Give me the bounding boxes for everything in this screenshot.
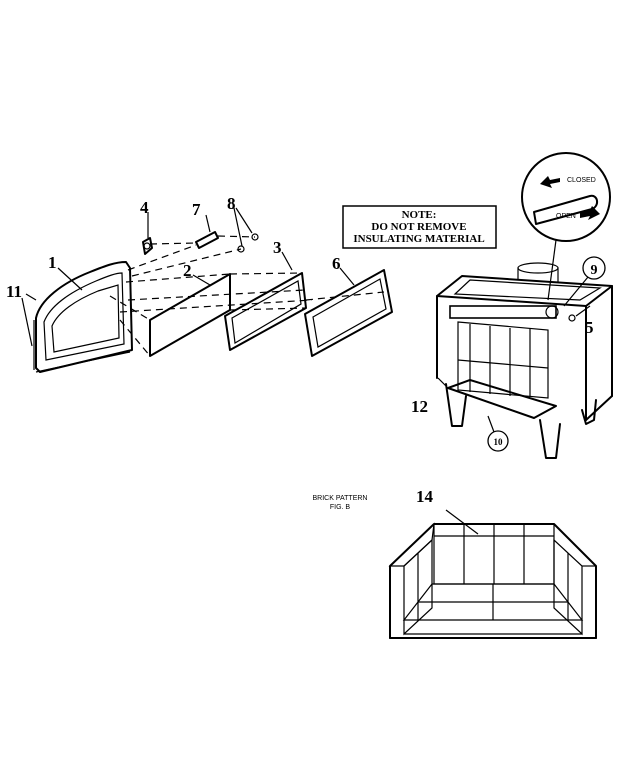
note-box: NOTE: DO NOT REMOVE INSULATING MATERIAL (342, 205, 497, 249)
callout-circle-10 (487, 430, 509, 452)
damper-closed-label: CLOSED (567, 177, 596, 184)
callout-2: 2 (183, 261, 192, 280)
brick-pattern-fig-label: FIG. B (330, 504, 351, 511)
callout-9: 9 (591, 263, 598, 278)
latch-bar (195, 231, 219, 249)
note-line-3: INSULATING MATERIAL (353, 233, 484, 245)
open-arrow-icon (580, 206, 600, 220)
door-frame (33, 261, 133, 373)
damper-detail: CLOSED OPEN (521, 152, 611, 301)
callout-11: 11 (6, 282, 22, 301)
closed-arrow-icon (540, 176, 560, 188)
callout-1: 1 (48, 253, 57, 272)
brick-pattern-label: BRICK PATTERN (313, 495, 368, 502)
stove-body (436, 262, 613, 459)
glass-panel (149, 273, 231, 357)
callout-10: 10 (494, 437, 504, 447)
callout-8: 8 (227, 194, 236, 213)
callout-3: 3 (273, 238, 282, 257)
leader-lines (21, 207, 355, 347)
callout-5: 5 (585, 318, 594, 337)
assembly-lines (109, 235, 385, 357)
callout-7: 7 (192, 200, 201, 219)
callout-4: 4 (140, 198, 149, 217)
door-handle (142, 237, 153, 255)
callout-labels: 1 2 3 4 5 6 7 8 9 10 11 12 14 (6, 194, 598, 506)
brick-pattern: BRICK PATTERN FIG. B (313, 495, 597, 639)
damper-open-label: OPEN (556, 213, 576, 220)
door-gasket (304, 269, 393, 357)
callout-14: 14 (416, 487, 434, 506)
callout-circle-9 (582, 256, 606, 280)
note-line-2: DO NOT REMOVE (371, 221, 466, 233)
callout-6: 6 (332, 254, 341, 273)
callout-12: 12 (411, 397, 428, 416)
note-line-1: NOTE: (402, 209, 437, 221)
glass-gasket (224, 272, 307, 351)
latch-screws (237, 233, 259, 253)
